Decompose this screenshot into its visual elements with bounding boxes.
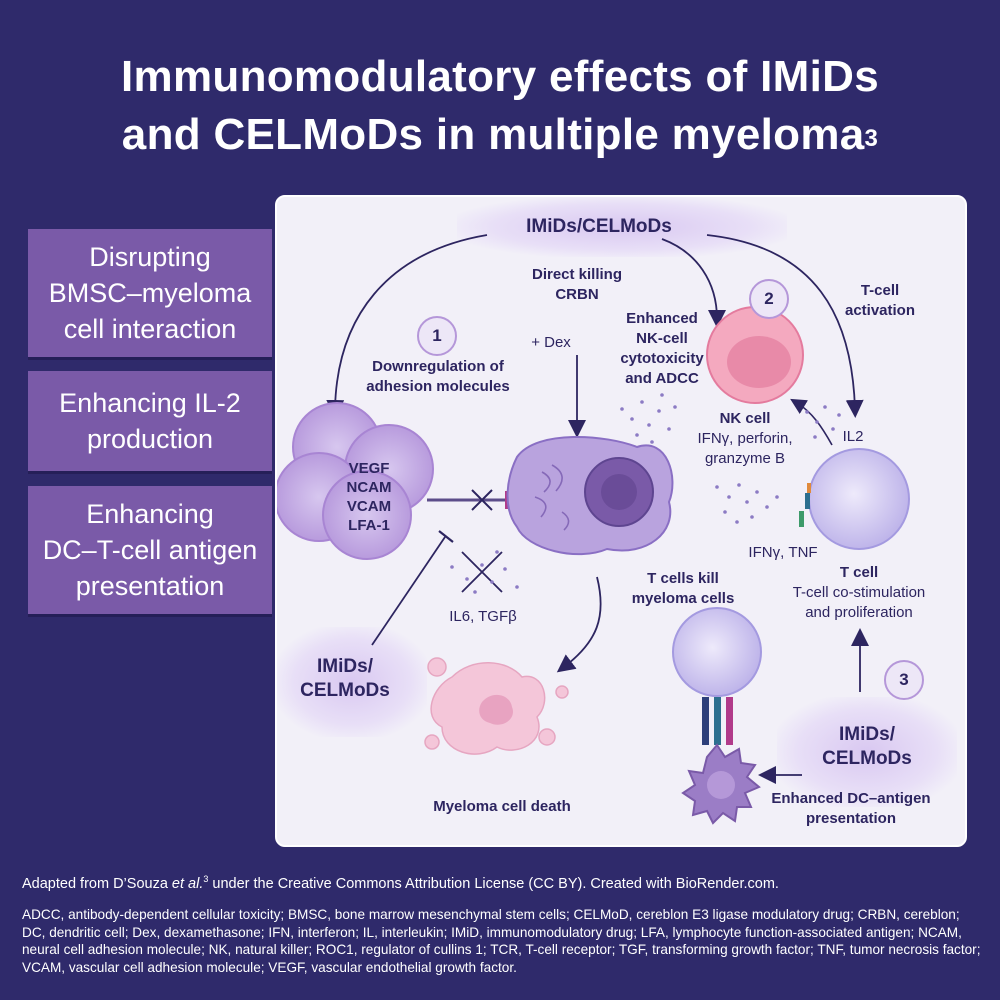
abbreviations-text: ADCC, antibody-dependent cellular toxici… [22, 907, 981, 975]
nk-cell-label: NK cell [719, 410, 771, 427]
dendritic-cell [681, 743, 761, 825]
il2-label: IL2 [842, 428, 864, 445]
lower-right-drug-label: IMiDs/ CELMoDs [822, 724, 912, 769]
dc-antigen-label: Enhanced DC–antigen presentation [771, 790, 931, 827]
sidebar-item-bmsc: Disrupting BMSC–myeloma cell interaction [28, 229, 272, 357]
step-1-marker: 1 [417, 316, 457, 356]
title-line-1: Immunomodulatory effects of IMiDs [121, 52, 879, 101]
title-line-2: and CELMoDs in multiple myeloma3 [121, 110, 879, 159]
sidebar-item-il2: Enhancing IL-2 production [28, 371, 272, 471]
enhanced-nk-label: Enhanced NK-cell cytotoxicity and ADCC [620, 310, 704, 387]
page-title: Immunomodulatory effects of IMiDs and CE… [0, 48, 1000, 164]
plus-dex-label: + Dex [531, 334, 571, 351]
tcell-activation-label: T-cell activation [844, 282, 916, 319]
diagram-graphics [277, 234, 910, 825]
bmsc-cells [277, 402, 434, 560]
step-2-marker: 2 [749, 279, 789, 319]
nk-cell [706, 306, 804, 404]
top-drug-label: IMiDs/CELMoDs [526, 216, 672, 237]
tcells-kill-label: T cells kill myeloma cells [631, 570, 735, 607]
dying-myeloma-cell [424, 657, 569, 755]
inhibit-line [371, 536, 446, 646]
t-cell [799, 448, 910, 550]
diagram-panel: 1 2 3 IMiDs/CELMoDs Direct killing CRBN … [275, 195, 967, 847]
lower-left-drug-label: IMiDs/ CELMoDs [300, 656, 390, 701]
t-cell-killer [672, 607, 762, 745]
myeloma-cell [506, 436, 674, 556]
sidebar-item-dc: Enhancing DC–T-cell antigen presentation [28, 486, 272, 614]
direct-killing-label: Direct killing CRBN [531, 266, 623, 303]
t-cell-label: T cell [839, 564, 879, 581]
il6-label: IL6, TGFβ [449, 608, 517, 625]
title-reference: 3 [864, 125, 879, 152]
arrow-to-bmsc [326, 234, 488, 418]
nk-products-label: IFNγ, perforin, granzyme B [697, 430, 793, 467]
t-cell-desc-label: T-cell co-stimulation and proliferation [792, 584, 926, 621]
arrow-to-nk [661, 238, 726, 328]
downregulation-label: Downregulation of adhesion molecules [366, 358, 510, 395]
adhesion-molecules-label: VEGF NCAM VCAM LFA-1 [346, 460, 392, 534]
step-3-marker: 3 [884, 660, 924, 700]
ifn-tnf-label: IFNγ, TNF [748, 544, 818, 561]
arrow-to-death [556, 576, 602, 673]
arrow-to-tcell [706, 234, 864, 418]
myeloma-death-label: Myeloma cell death [433, 798, 571, 815]
attribution-text: Adapted from D’Souza et al.3 under the C… [22, 874, 779, 892]
